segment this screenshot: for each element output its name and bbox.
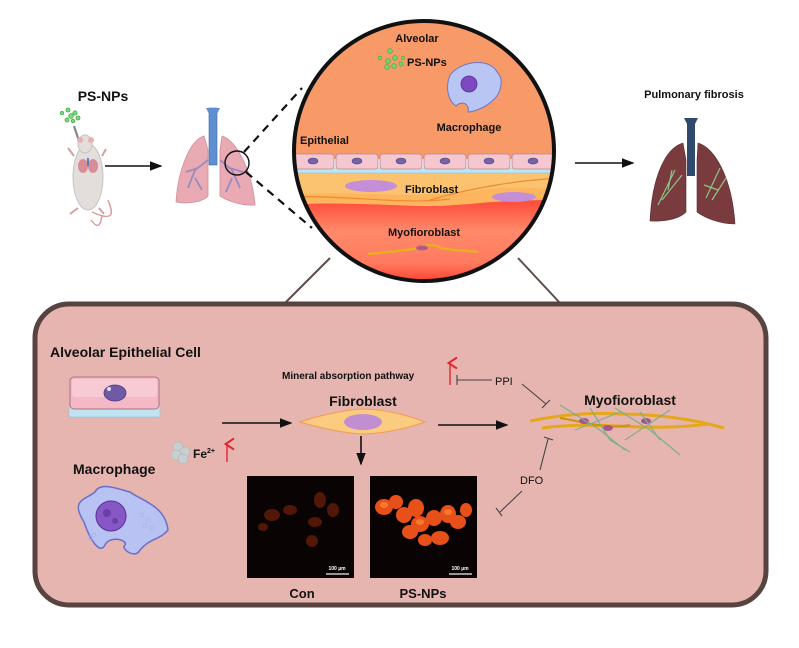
alveolar-epithelial-cell-label: Alveolar Epithelial Cell [50, 344, 201, 360]
panel-myofibroblast-label: Myofioroblast [584, 392, 676, 408]
connector-right [517, 257, 561, 304]
fibroblast-cell-icon [298, 408, 427, 435]
scale-bar-label-control: 100 µm [328, 566, 346, 572]
fe-label: Fe2+ [193, 447, 215, 461]
dfo-label: DFO [520, 475, 544, 487]
dfo-inhibit-myofibroblast [539, 438, 549, 471]
healthy-lung-icon [175, 107, 256, 206]
macrophage-icon [77, 485, 169, 555]
ppi-inhibit-myofibroblast [521, 383, 547, 405]
circle-fibroblast-label: Fibroblast [405, 184, 459, 196]
circle-macrophage-label: Macrophage [437, 122, 502, 134]
circle-myofibroblast-label: Myofioroblast [388, 227, 460, 239]
zoom-region-marker [224, 150, 250, 176]
mouse-psnps-label: PS-NPs [78, 88, 129, 104]
fibrotic-lung-icon [649, 118, 736, 225]
caption-control: Con [289, 586, 314, 601]
panel-macrophage-label: Macrophage [73, 461, 156, 477]
mechanism-panel [32, 301, 769, 608]
micrograph-control [247, 476, 354, 578]
ppi-label: PPI [495, 376, 513, 388]
myofibroblast-cells-icon [529, 404, 725, 456]
caption-psnps: PS-NPs [400, 586, 447, 601]
iron-particles-icon [170, 441, 191, 465]
inhibition-bar [495, 507, 503, 517]
connector-left [284, 257, 331, 304]
circle-psnps-label: PS-NPs [407, 57, 447, 69]
inhibition-bar [541, 399, 551, 409]
dfo-inhibit-fibroblast [499, 490, 523, 513]
alveolar-label: Alveolar [395, 33, 439, 45]
pulmonary-fibrosis-label: Pulmonary fibrosis [644, 89, 744, 101]
scale-bar-label-psnps: 100 µm [451, 566, 469, 572]
nanoparticle-cluster-icon [60, 107, 81, 124]
epithelial-label: Epithelial [300, 135, 349, 147]
mouse-icon [67, 134, 112, 227]
mineral-absorption-pathway-label: Mineral absorption pathway [282, 371, 415, 382]
inhibition-bar [543, 436, 554, 441]
micrograph-psnps [370, 476, 477, 578]
epithelial-cell-icon [68, 376, 161, 418]
zoom-line-upper [243, 87, 303, 153]
zoom-line-lower [245, 171, 313, 229]
panel-fibroblast-label: Fibroblast [329, 393, 397, 409]
